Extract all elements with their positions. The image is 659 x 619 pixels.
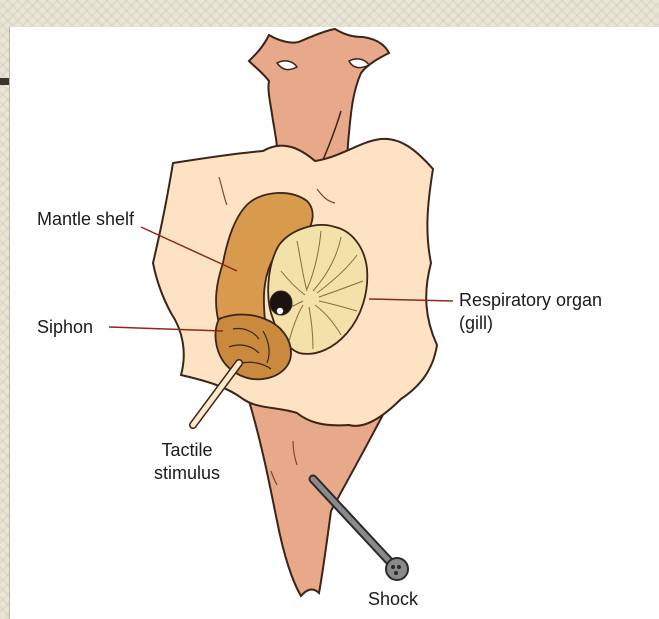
label-shock: Shock: [368, 589, 419, 609]
label-mantle-shelf: Mantle shelf: [37, 209, 135, 229]
label-siphon: Siphon: [37, 317, 93, 337]
opening-highlight: [277, 308, 283, 314]
shock-electrode-tip: [386, 558, 408, 580]
tail: [249, 401, 389, 596]
label-respiratory-organ: Respiratory organ: [459, 290, 602, 310]
figure-panel: Mantle shelf Siphon Respiratory organ (g…: [9, 26, 659, 619]
electrode-dot: [394, 571, 398, 575]
aplysia-diagram: Mantle shelf Siphon Respiratory organ (g…: [10, 27, 659, 619]
label-stimulus: stimulus: [154, 463, 220, 483]
electrode-dot: [397, 565, 401, 569]
label-tactile: Tactile: [161, 440, 212, 460]
electrode-dot: [391, 565, 395, 569]
label-gill: (gill): [459, 313, 493, 333]
